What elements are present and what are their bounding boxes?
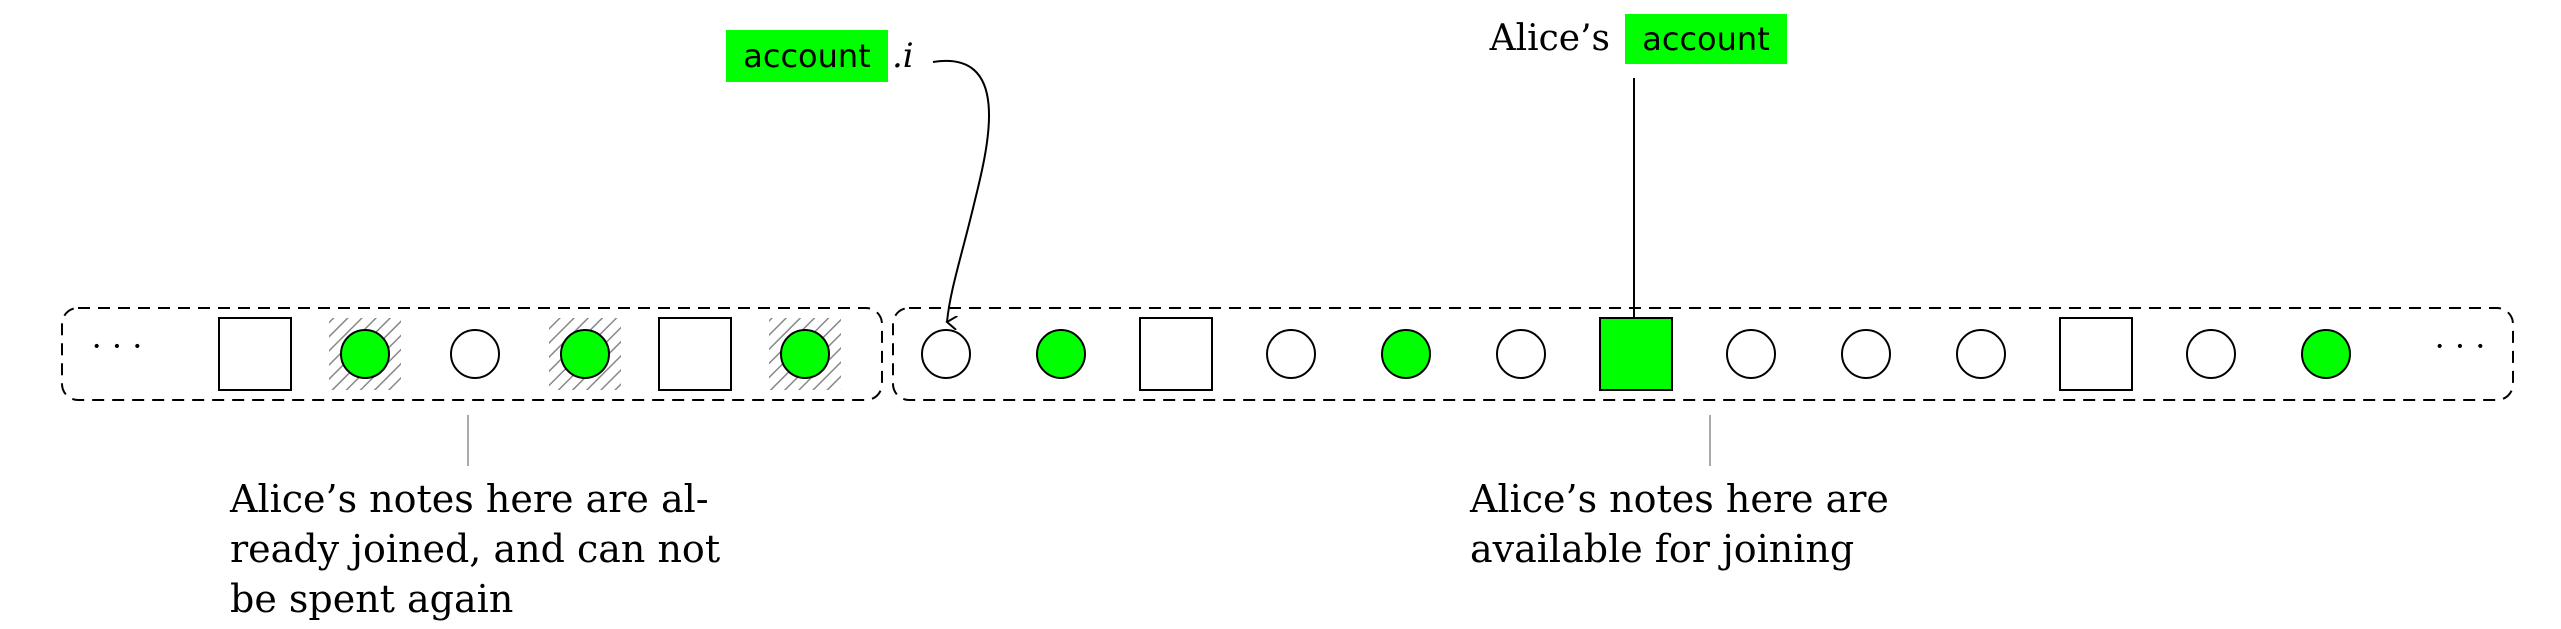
account-ref-suffix: .i [892,36,914,76]
available-caption-line-2: available for joining [1470,527,1854,571]
ellipsis-right: · · · [2435,327,2486,365]
account-ref-arrow [932,59,991,322]
alice-account-box [1599,317,1673,391]
joined-caption: Alice’s notes here are al- ready joined,… [229,477,732,621]
alice-account-prefix: Alice’s [1489,18,1610,59]
account-box [2059,317,2133,391]
alice-note [560,329,610,379]
alice-note [780,329,830,379]
available-items [921,317,2351,391]
note [1726,329,1776,379]
alice-note [2301,329,2351,379]
note [450,329,500,379]
alice-note [1381,329,1431,379]
joined-notes-group [61,307,883,401]
note [1956,329,2006,379]
alice-note [1036,329,1086,379]
account-box [658,317,732,391]
available-notes-group [892,307,2514,401]
joined-caption-line-2: ready joined, and can not [230,527,720,571]
available-caption: Alice’s notes here are available for joi… [1469,477,1901,571]
note [1841,329,1891,379]
account-ref-highlight [726,30,888,82]
joined-items [218,317,841,391]
ellipsis-left: · · · [92,327,143,365]
note [921,329,971,379]
account-box [1139,317,1213,391]
account-ref-label: account [743,37,870,75]
note [1266,329,1316,379]
joined-caption-line-1: Alice’s notes here are al- [229,477,709,521]
note [1496,329,1546,379]
alice-note [340,329,390,379]
alice-account-label: account [1642,20,1769,58]
note [2186,329,2236,379]
account-box [218,317,292,391]
available-caption-line-1: Alice’s notes here are [1469,477,1889,521]
joined-caption-line-3: be spent again [230,577,513,621]
alice-account-highlight [1625,14,1787,64]
